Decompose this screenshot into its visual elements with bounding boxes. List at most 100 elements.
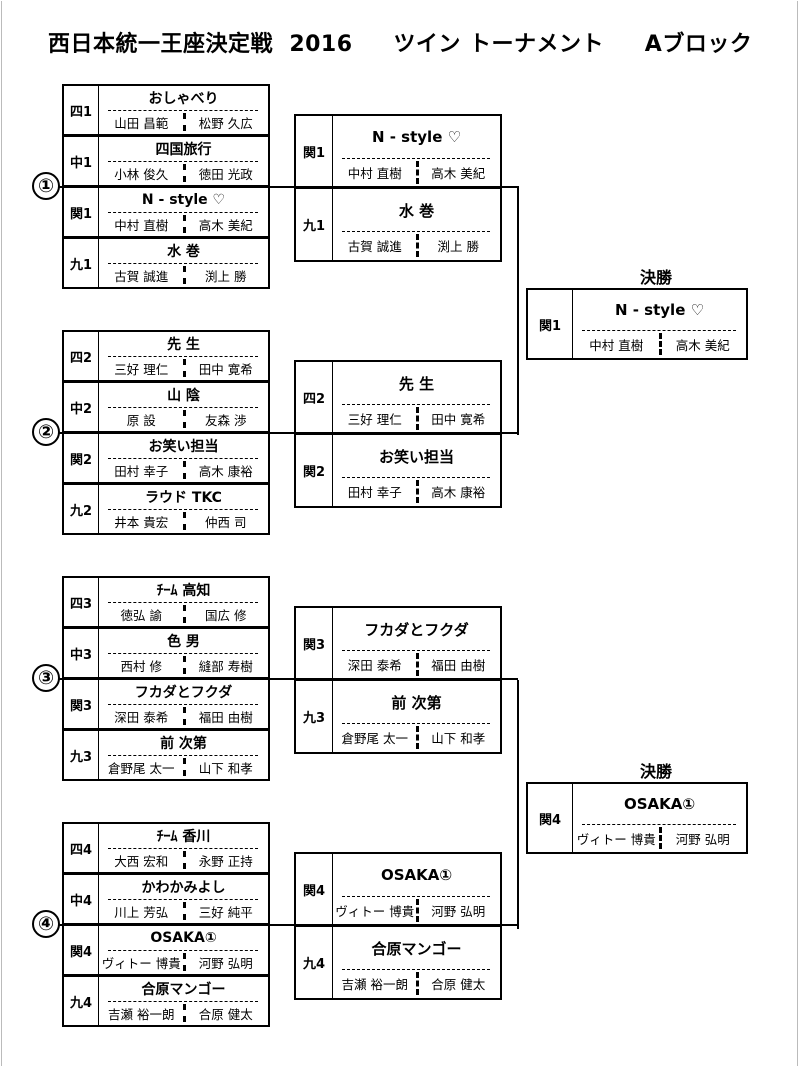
team-name: N - style ♡ [614, 301, 705, 319]
player-name: 倉野尾 太一 [108, 760, 175, 776]
region-code: 関1 [296, 116, 333, 187]
block-number-label: ② [32, 418, 60, 446]
region-code: 関2 [296, 435, 333, 506]
region-code: 関3 [296, 608, 333, 679]
player-name: 福田 由樹 [198, 709, 253, 725]
player-name: 福田 由樹 [431, 658, 486, 673]
divider-dashed [108, 848, 258, 849]
divider-dashed [342, 231, 490, 232]
divider-dashed [108, 356, 258, 357]
player-name: 仲西 司 [205, 514, 247, 530]
player-name: 中村 直樹 [347, 166, 402, 181]
bracket-line [517, 186, 519, 435]
region-code: 四4 [64, 824, 99, 872]
divider-dashed [582, 330, 736, 331]
divider-dashed [342, 969, 490, 970]
divider-dashed [342, 723, 490, 724]
team-name: N - style ♡ [141, 192, 226, 208]
player-name: 西村 修 [120, 658, 162, 674]
player-names: 田村 幸子高木 康裕 [333, 478, 500, 505]
player-name: 友森 渉 [205, 412, 247, 428]
final-label: 決勝 [640, 762, 673, 781]
player-names: 吉瀬 裕一朗 合原 健太 [99, 1002, 268, 1024]
player-names: ヴィトー 博貴河野 弘明 [333, 897, 500, 924]
team-name: 先 生 [167, 337, 200, 353]
player-names: 三好 理仁田中 寛希 [333, 405, 500, 432]
player-name: 縫部 寿樹 [198, 658, 253, 674]
team-entry: 関3 フカダとフクダ深田 泰希福田 由樹 [294, 606, 502, 681]
team-entry: 関2 お笑い担当田村 幸子 高木 康裕 [62, 432, 270, 484]
player-name: 中村 直樹 [114, 217, 169, 233]
block-number-label: ③ [32, 664, 60, 692]
player-name: 高木 康裕 [198, 463, 253, 479]
team-name: 山 陰 [167, 388, 200, 404]
team-name: N - style ♡ [371, 128, 462, 146]
team-name: 色 男 [167, 634, 200, 650]
player-name: 吉瀬 裕一朗 [341, 977, 408, 992]
player-name: 三好 純平 [198, 904, 253, 920]
region-code: 中1 [64, 137, 99, 185]
team-name: 合原マンゴー [371, 939, 462, 958]
player-names: 三好 理仁田中 寛希 [99, 357, 268, 379]
divider-dashed [342, 650, 490, 651]
block-number-label: ④ [32, 910, 60, 938]
player-name: 田村 幸子 [114, 463, 169, 479]
bracket-line [517, 680, 519, 929]
player-name: 永野 正持 [198, 853, 253, 869]
team-name: 水 巻 [167, 244, 200, 260]
region-code: 九2 [64, 485, 99, 533]
player-names: 川上 芳弘 三好 純平 [99, 900, 268, 922]
team-name: 前 次第 [160, 736, 207, 752]
player-names: 倉野尾 太一山下 和孝 [99, 756, 268, 778]
player-names: 中村 直樹 高木 美紀 [99, 213, 268, 235]
player-name: 吉瀬 裕一朗 [108, 1006, 175, 1022]
team-name: お笑い担当 [148, 439, 219, 455]
region-code: 中2 [64, 383, 99, 431]
player-name: 高木 美紀 [431, 166, 486, 181]
team-name: 合原マンゴー [141, 982, 226, 998]
player-name: 田村 幸子 [347, 485, 402, 500]
region-code: 関4 [64, 926, 99, 974]
player-name: 三好 理仁 [114, 361, 169, 377]
region-code: 関2 [64, 434, 99, 482]
region-code: 関3 [64, 680, 99, 728]
player-name: 深田 泰希 [114, 709, 169, 725]
player-names: 深田 泰希福田 由樹 [333, 651, 500, 678]
team-name: フカダとフクダ [364, 620, 469, 639]
player-name: 渕上 勝 [437, 239, 479, 254]
team-name: おしゃべり [148, 91, 219, 107]
player-name: 合原 健太 [198, 1006, 253, 1022]
player-name: ヴィトー 博貴 [335, 904, 415, 919]
player-names: 小林 俊久徳田 光政 [99, 162, 268, 184]
region-code: 四2 [64, 332, 99, 380]
player-names: 中村 直樹 高木 美紀 [333, 159, 500, 186]
bracket-line [48, 678, 518, 680]
region-code: 九1 [296, 189, 333, 260]
divider-dashed [108, 704, 258, 705]
divider-dashed [108, 212, 258, 213]
divider-dashed [108, 1001, 258, 1002]
player-names: 倉野尾 太一山下 和孝 [333, 724, 500, 751]
player-names: 井本 貴宏仲西 司 [99, 510, 268, 532]
divider-dashed [108, 899, 258, 900]
divider-dashed [582, 824, 736, 825]
region-code: 九4 [296, 927, 333, 998]
player-name: 小林 俊久 [114, 166, 169, 182]
player-name: 河野 弘明 [198, 955, 253, 971]
player-name: 川上 芳弘 [114, 904, 169, 920]
player-name: 高木 美紀 [198, 217, 253, 233]
